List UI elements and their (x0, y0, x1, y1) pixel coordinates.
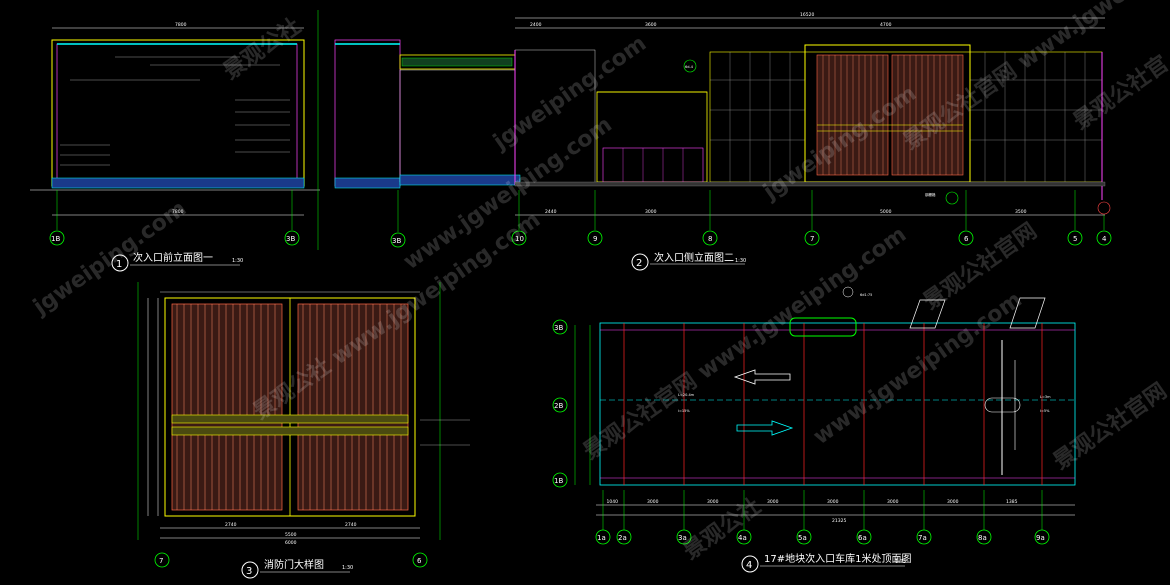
view1-dim-top: 7800 (175, 22, 187, 28)
view4-dim: 3000 (827, 499, 839, 505)
view4-dim: 3000 (767, 499, 779, 505)
view2-dim-top-1: 2400 (530, 22, 542, 28)
view4-axis-4a: 4a (738, 534, 747, 542)
view4-tag: 6d1:75 (860, 293, 872, 297)
view3-dim-3: 5500 (285, 532, 297, 538)
view1-title: 次入口前立面图一 (133, 251, 213, 264)
view3-dim-2: 2740 (345, 522, 357, 528)
view4-slope-right: L=3m (1040, 395, 1051, 399)
axis-bubble (49, 230, 65, 246)
view2-dim-top-total: 16520 (800, 12, 814, 18)
view2-axis-4: 4 (1102, 235, 1107, 243)
view3-axis-6: 6 (417, 557, 422, 565)
view2-dim-bottom-3: 5000 (880, 209, 892, 215)
view-1-front-elevation: 7800 7800 1B 3B 1 次入口前立面图一 1:30 (30, 22, 320, 272)
view2-axis-9: 9 (593, 235, 597, 243)
view2-title: 次入口侧立面图二 (654, 251, 734, 264)
view4-slope-left-pct: i=15% (678, 409, 690, 413)
view4-axis-5a: 5a (798, 534, 807, 542)
view2-tag: 6d-4 (685, 65, 694, 69)
view4-dim-total: 21325 (832, 518, 846, 524)
view2-axis-7: 7 (810, 235, 814, 243)
view3-title-number: 3 (246, 566, 252, 577)
view2-scale: 1:30 (735, 258, 746, 264)
view4-dim: 1040 (607, 499, 619, 505)
view-2-side-elevation: 2400 3600 4700 16520 (334, 12, 1112, 271)
axis-bubble (284, 230, 300, 246)
view4-title: 17#地块次入口车库1米处顶面图 (764, 552, 911, 565)
view4-slope-left: L=20.4m (678, 393, 695, 397)
view2-dim-bottom-2: 3000 (645, 209, 657, 215)
view2-bottom-label: 钢栅格 (925, 192, 936, 197)
view2-dim-bottom-1: 2440 (545, 209, 557, 215)
view2-axis-5: 5 (1073, 235, 1077, 243)
view4-dim: 3000 (947, 499, 959, 505)
view3-dim-4: 6000 (285, 540, 297, 546)
view4-dim: 3000 (887, 499, 899, 505)
view4-title-number: 4 (746, 560, 752, 571)
view3-title: 消防门大样图 (264, 558, 324, 571)
view3-scale: 1:30 (342, 565, 353, 571)
view-4-ceiling-plan: L=20.4m i=15% L=3m i=5% 6d1:75 3B 2B 1B … (552, 286, 1076, 573)
view2-axis-8: 8 (708, 235, 712, 243)
view2-dim-bottom-4: 3500 (1015, 209, 1027, 215)
view4-dim: 3000 (707, 499, 719, 505)
view4-axis-3B: 3B (554, 324, 563, 332)
view4-scale: 1:75 (895, 559, 906, 565)
view4-axis-9a: 9a (1036, 534, 1045, 542)
view1-title-number: 1 (116, 259, 122, 270)
view4-axis-8a: 8a (978, 534, 987, 542)
view1-axis-1B: 1B (51, 235, 60, 243)
view4-axis-3a: 3a (678, 534, 687, 542)
view4-dim: 1385 (1006, 499, 1018, 505)
view4-axis-1a: 1a (597, 534, 606, 542)
view4-dim: 3000 (647, 499, 659, 505)
view2-axis-3B: 3B (392, 237, 401, 245)
view1-axis-3B: 3B (286, 235, 295, 243)
view3-dim-1: 2740 (225, 522, 237, 528)
view2-dim-top-2: 3600 (645, 22, 657, 28)
view4-axis-7a: 7a (918, 534, 927, 542)
view1-dim-bottom: 7800 (172, 209, 184, 215)
view4-slope-right-pct: i=5% (1040, 409, 1050, 413)
view1-scale: 1:30 (232, 258, 243, 264)
view4-axis-6a: 6a (858, 534, 867, 542)
view2-title-number: 2 (636, 258, 642, 269)
view2-dim-top-3: 4700 (880, 22, 892, 28)
view4-axis-1B: 1B (554, 477, 563, 485)
view-3-fire-door-detail: 2740 2740 5500 6000 7 6 3 消防门大样图 1:30 (137, 282, 470, 579)
view2-axis-6: 6 (964, 235, 969, 243)
view4-axis-2a: 2a (618, 534, 627, 542)
view2-axis-10: 10 (515, 235, 524, 243)
view4-axis-2B: 2B (554, 402, 563, 410)
view3-axis-7: 7 (159, 557, 163, 565)
